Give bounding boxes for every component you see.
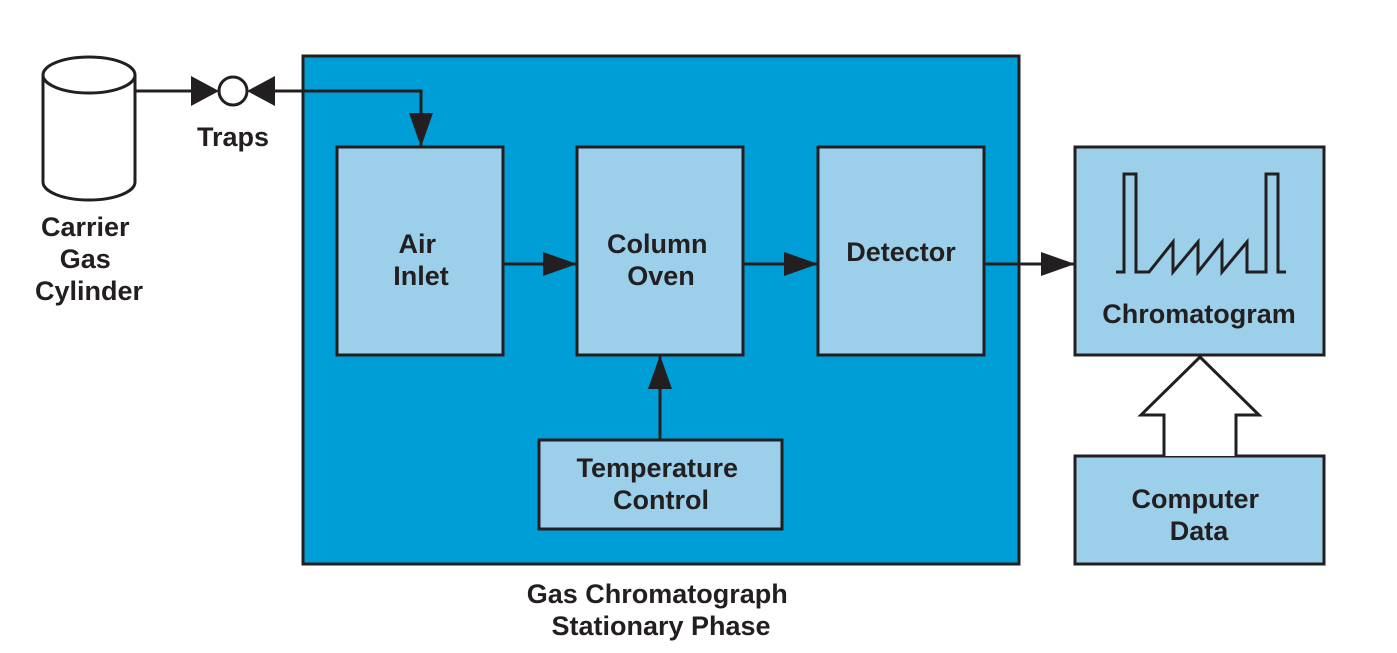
air-inlet-label: Air Inlet [393, 229, 449, 291]
carrier-gas-label-line-1: Carrier [41, 212, 130, 242]
gc-panel-label: Gas Chromatograph Stationary Phase [527, 579, 796, 641]
temperature-control-block [537, 438, 784, 531]
air-inlet-block [335, 145, 505, 357]
column-oven-block [575, 145, 745, 357]
carrier-gas-label-line-2: Gas [60, 244, 111, 274]
column-oven-label-line-1: Column [607, 229, 708, 259]
detector-label: Detector [846, 237, 956, 267]
gas-cylinder-icon [41, 55, 137, 202]
computer-data-label: Computer Data [1131, 484, 1266, 546]
column-oven-label: Column Oven [607, 229, 715, 291]
column-oven-label-line-2: Oven [627, 261, 695, 291]
gc-panel-label-line-1: Gas Chromatograph [527, 579, 788, 609]
temperature-control-label-line-2: Control [613, 485, 709, 515]
valve-icon [191, 75, 275, 107]
temperature-control-label-line-1: Temperature [576, 453, 738, 483]
carrier-gas-label: Carrier Gas Cylinder [35, 212, 144, 306]
gc-panel-label-line-2: Stationary Phase [551, 611, 770, 641]
edge-traps-to-air-inlet [275, 89, 433, 147]
chromatogram-label-line-1: Chromatogram [1102, 299, 1296, 329]
carrier-gas-label-line-3: Cylinder [35, 276, 144, 306]
traps-label-line-1: Traps [197, 122, 269, 152]
computer-data-block [1073, 454, 1326, 566]
temperature-control-label: Temperature Control [576, 453, 745, 515]
chromatogram-trace-icon [1116, 172, 1286, 277]
detector-label-line-1: Detector [846, 237, 956, 267]
chromatogram-label: Chromatogram [1102, 299, 1296, 329]
detector-block [816, 145, 986, 357]
computer-data-label-line-1: Computer [1131, 484, 1259, 514]
air-inlet-label-line-2: Inlet [393, 261, 449, 291]
traps-label: Traps [197, 122, 269, 152]
computer-data-label-line-2: Data [1170, 516, 1230, 546]
air-inlet-label-line-1: Air [398, 229, 436, 259]
edge-computer-data-to-chromatogram [1137, 354, 1263, 456]
